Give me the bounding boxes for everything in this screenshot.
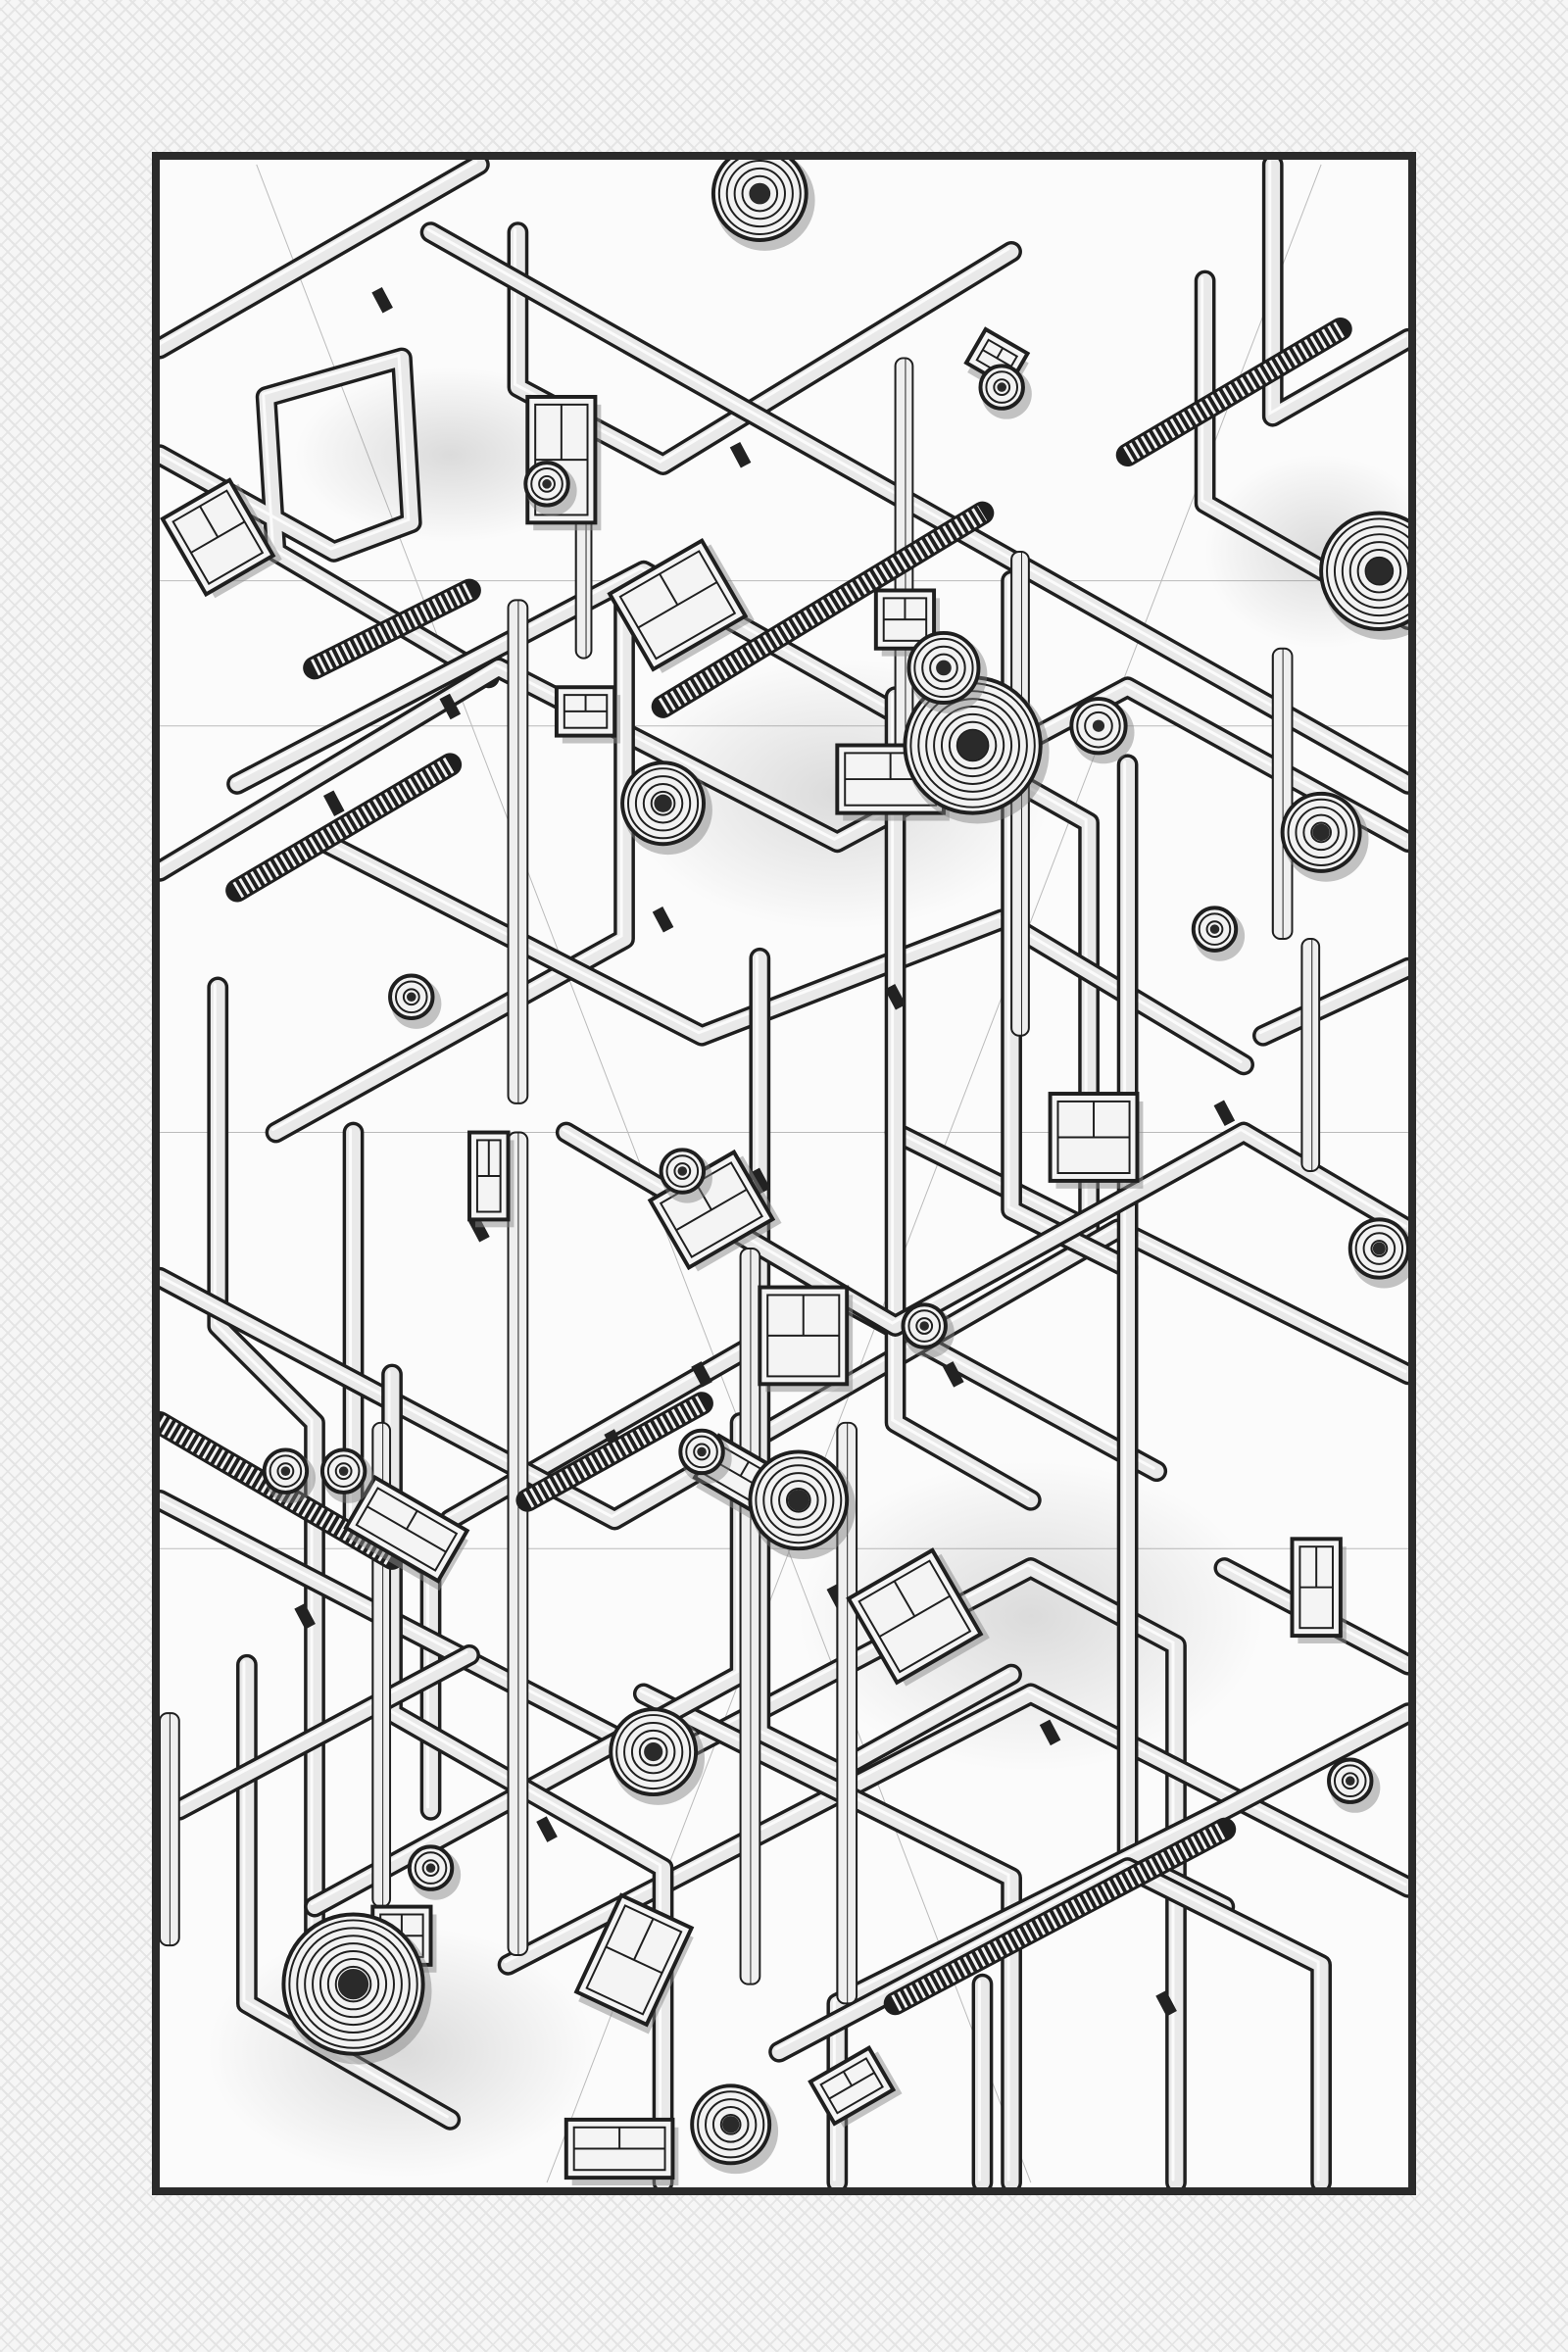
pipe-run bbox=[632, 1683, 1022, 2187]
valve-wheel bbox=[1348, 1217, 1408, 1289]
machine-box bbox=[758, 1285, 854, 1393]
pipe-run bbox=[1261, 160, 1408, 427]
pipe-band bbox=[439, 693, 462, 720]
valve-wheel bbox=[1280, 791, 1369, 882]
valve-wheel bbox=[388, 973, 442, 1029]
pipe-run bbox=[419, 221, 1408, 795]
ribbed-conduit bbox=[160, 1712, 180, 1947]
pipe-band bbox=[729, 441, 752, 468]
valve-wheel bbox=[748, 1449, 857, 1560]
valve-wheels bbox=[262, 160, 1408, 2175]
machine-box bbox=[647, 1149, 782, 1272]
pipe-band bbox=[322, 790, 345, 816]
ribbed-conduit bbox=[507, 599, 529, 1104]
machine-box bbox=[846, 1547, 990, 1687]
machine-box bbox=[607, 537, 755, 673]
machine-box bbox=[1290, 1537, 1347, 1643]
valve-wheel bbox=[710, 160, 815, 251]
valve-wheel bbox=[319, 1447, 374, 1503]
ribbed-conduit bbox=[1300, 938, 1321, 1173]
pipe-band bbox=[1039, 1719, 1061, 1746]
ribbed-conduit bbox=[507, 1131, 529, 1956]
valve-wheel bbox=[1319, 511, 1408, 640]
machine-box bbox=[564, 2117, 679, 2186]
valve-wheel bbox=[906, 630, 988, 713]
pipe-run bbox=[971, 1973, 994, 2187]
pipe-run bbox=[265, 589, 635, 1144]
machine-box bbox=[573, 1892, 695, 2034]
valve-wheel bbox=[1327, 1757, 1381, 1813]
valve-wheel bbox=[407, 1844, 462, 1900]
pipe-run bbox=[160, 160, 490, 360]
valve-wheel bbox=[678, 1428, 732, 1485]
pipe-illustration bbox=[160, 160, 1408, 2187]
ribbed-conduit bbox=[836, 1421, 858, 2005]
valve-wheel bbox=[523, 461, 577, 516]
pipe-run bbox=[160, 657, 1408, 882]
valve-wheel bbox=[1191, 906, 1246, 961]
machine-boxes bbox=[160, 326, 1347, 2186]
pipe-band bbox=[652, 906, 674, 933]
pipe-band bbox=[943, 1361, 964, 1388]
pipe-band bbox=[749, 1167, 771, 1195]
pipe-run bbox=[884, 686, 1042, 1511]
pipe-run bbox=[207, 976, 325, 2015]
pipe-band bbox=[1155, 1990, 1177, 2017]
ribbed-conduit bbox=[739, 1248, 761, 1985]
valve-wheel bbox=[978, 364, 1032, 419]
artwork-frame bbox=[152, 152, 1416, 2195]
ribbed-conduit bbox=[1271, 647, 1294, 940]
pipe-run bbox=[168, 1643, 480, 1821]
valve-wheel bbox=[690, 2083, 779, 2175]
valve-wheel bbox=[609, 1707, 706, 1805]
machine-box bbox=[343, 1474, 470, 1592]
machine-box bbox=[1048, 1092, 1144, 1189]
valve-wheel bbox=[1069, 697, 1135, 764]
valve-wheel bbox=[659, 1148, 712, 1203]
machine-box bbox=[554, 685, 621, 744]
valve-wheel bbox=[901, 1302, 955, 1358]
pipe-band bbox=[468, 1216, 490, 1243]
machine-box bbox=[808, 2044, 903, 2128]
pipe-run bbox=[497, 1683, 1408, 1976]
valve-wheel bbox=[620, 760, 712, 856]
pipe-band bbox=[691, 1361, 712, 1388]
valve-wheel bbox=[262, 1447, 317, 1503]
valve-wheel bbox=[903, 675, 1050, 824]
pipe-band bbox=[536, 1816, 558, 1842]
pipe-run bbox=[1251, 956, 1408, 1047]
pipe-band bbox=[294, 1603, 316, 1630]
machine-box bbox=[160, 477, 282, 599]
ribbed-conduit bbox=[515, 1392, 713, 1512]
pipe-band bbox=[371, 286, 393, 314]
pipe-band bbox=[1213, 1100, 1236, 1127]
machine-box bbox=[467, 1130, 514, 1228]
pipe-band bbox=[884, 984, 906, 1010]
valve-wheel bbox=[281, 1912, 432, 2065]
